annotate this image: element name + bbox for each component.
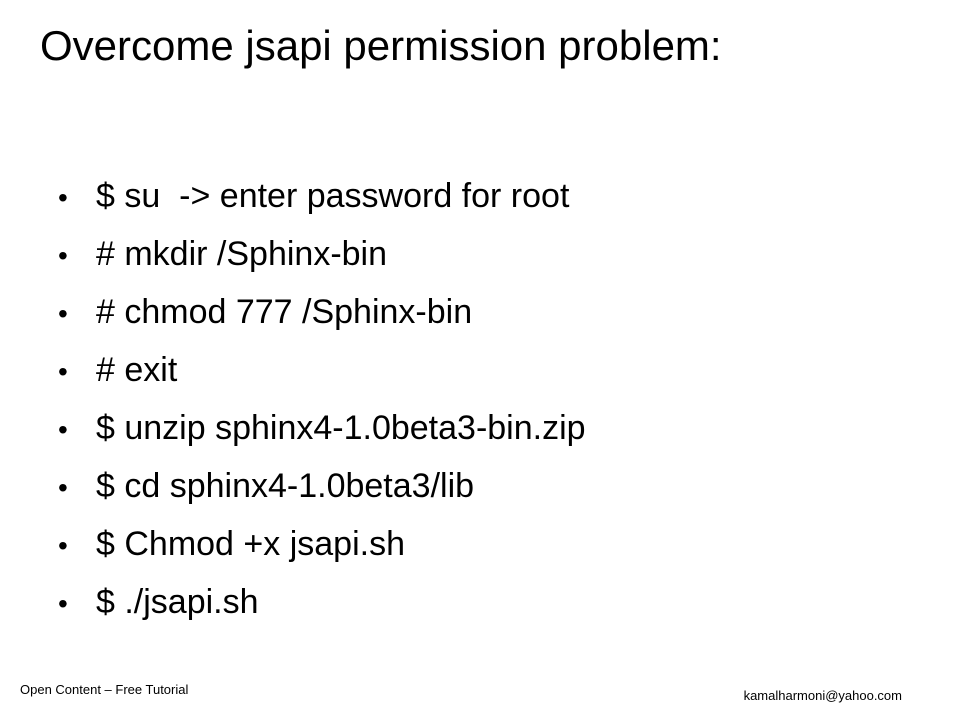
list-item: • # chmod 777 /Sphinx-bin — [58, 283, 586, 341]
footer-email: kamalharmoni@yahoo.com — [743, 688, 902, 703]
bullet-icon: • — [58, 414, 68, 445]
list-item: • # exit — [58, 341, 586, 399]
bullet-text: $ unzip sphinx4-1.0beta3-bin.zip — [96, 409, 586, 447]
bullet-list: • $ su -> enter password for root • # mk… — [58, 167, 586, 631]
bullet-text: $ cd sphinx4-1.0beta3/lib — [96, 467, 475, 505]
footer-left-text: Open Content – Free Tutorial — [20, 682, 189, 697]
list-item: • # mkdir /Sphinx-bin — [58, 225, 586, 283]
bullet-text: $ Chmod +x jsapi.sh — [96, 525, 405, 563]
bullet-icon: • — [58, 298, 68, 329]
list-item: • $ su -> enter password for root — [58, 167, 586, 225]
bullet-icon: • — [58, 588, 68, 619]
bullet-text: $ ./jsapi.sh — [96, 583, 259, 621]
bullet-icon: • — [58, 530, 68, 561]
bullet-text: # exit — [96, 351, 178, 389]
list-item: • $ unzip sphinx4-1.0beta3-bin.zip — [58, 399, 586, 457]
bullet-icon: • — [58, 472, 68, 503]
bullet-text: # chmod 777 /Sphinx-bin — [96, 293, 473, 331]
list-item: • $ ./jsapi.sh — [58, 573, 586, 631]
slide-title: Overcome jsapi permission problem: — [40, 22, 722, 69]
list-item: • $ Chmod +x jsapi.sh — [58, 515, 586, 573]
bullet-text: # mkdir /Sphinx-bin — [96, 235, 388, 273]
bullet-icon: • — [58, 240, 68, 271]
bullet-icon: • — [58, 182, 68, 213]
bullet-icon: • — [58, 356, 68, 387]
bullet-text: $ su -> enter password for root — [96, 177, 570, 215]
list-item: • $ cd sphinx4-1.0beta3/lib — [58, 457, 586, 515]
